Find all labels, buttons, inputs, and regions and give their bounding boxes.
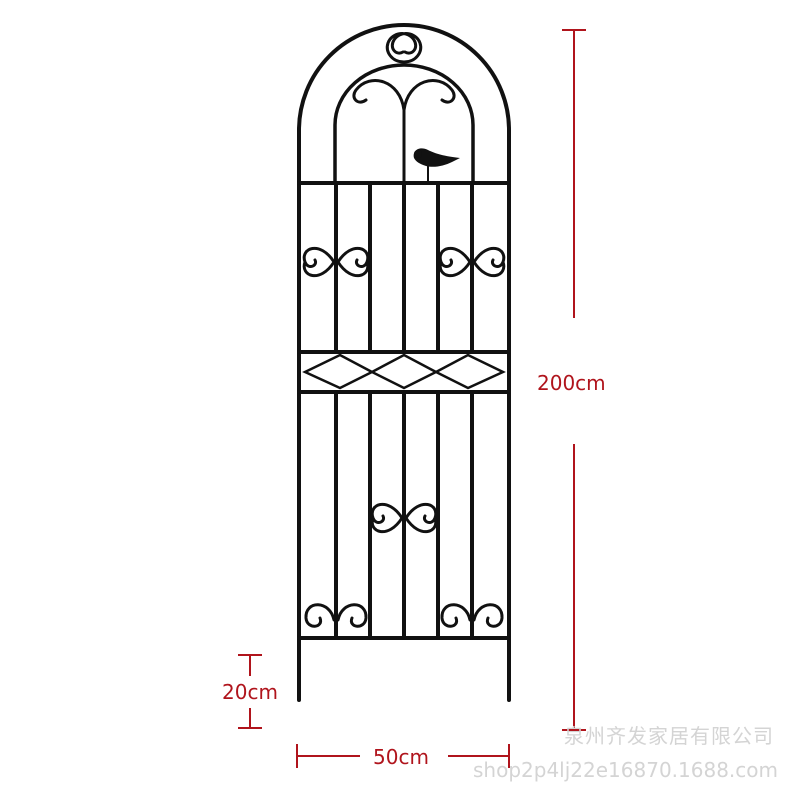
width-label: 50cm <box>373 745 429 769</box>
trellis <box>297 23 511 702</box>
stake-length-label: 20cm <box>222 680 278 704</box>
outer-arch <box>297 23 511 702</box>
upper-bars <box>334 181 474 354</box>
dimension-lines <box>238 29 586 768</box>
inner-arch <box>333 63 475 185</box>
diamond-band <box>302 353 506 390</box>
height-label: 200cm <box>537 371 606 395</box>
inner-curves <box>352 79 456 185</box>
center-scroll <box>370 503 438 533</box>
bird-ornament <box>413 148 460 183</box>
bottom-scrolls <box>304 603 504 628</box>
top-scroll <box>385 32 423 64</box>
lower-bars <box>334 390 474 640</box>
watermark-company: 泉州齐发家居有限公司 <box>564 724 774 748</box>
watermark-url: shop2p4lj22e16870.1688.com <box>473 758 778 782</box>
upper-scrolls <box>302 247 506 277</box>
